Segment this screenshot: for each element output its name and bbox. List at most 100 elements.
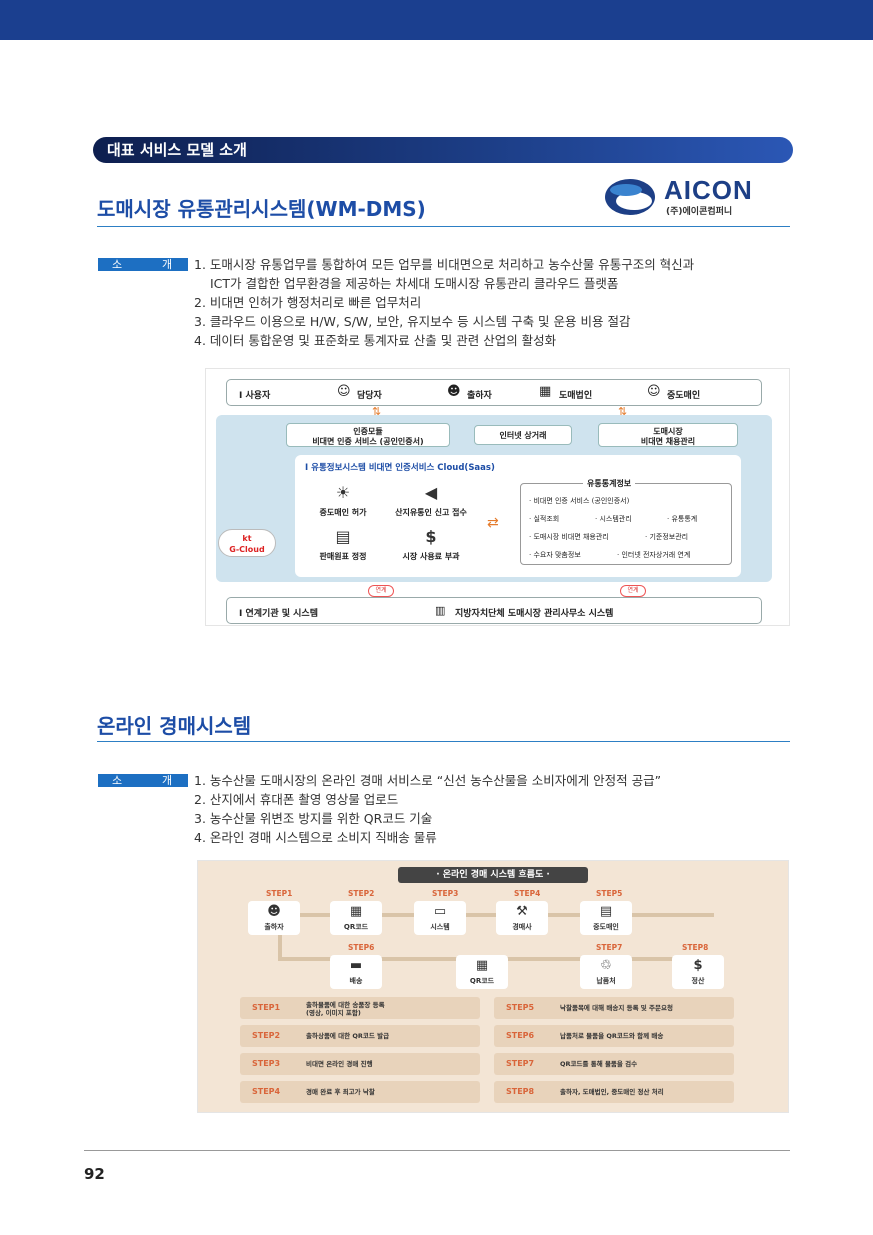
flow-node: ▦QR코드 — [330, 901, 382, 935]
flow-node: ♲ 납품처 — [580, 955, 632, 989]
cloud-title: I 유통정보시스템 비대면 인증서비스 Cloud(Saas) — [305, 463, 495, 473]
farmer-icon: ☻ — [267, 904, 281, 919]
linked-value: 지방자치단체 도매시장 관리사무소 시스템 — [455, 609, 614, 619]
list-item: 1. 도매시장 유통업무를 통합하여 모든 업무를 비대면으로 처리하고 농수산… — [194, 257, 695, 272]
node-label: 납품처 — [596, 977, 616, 985]
step-card: STEP3 비대면 온라인 경매 진행 — [240, 1053, 480, 1075]
node-label: 시스템 — [430, 923, 450, 931]
user-label: 중도매인 — [667, 391, 701, 401]
badge-char-2: 개 — [162, 258, 173, 271]
step-card-value: 비대면 온라인 경매 진행 — [306, 1060, 373, 1068]
step-card-key: STEP5 — [506, 1003, 535, 1012]
intro-badge: 소 개 — [98, 258, 188, 271]
step-card-value: 출하자, 도매법인, 중도매인 정산 처리 — [560, 1088, 664, 1096]
flow-node: ▤중도매인 — [580, 901, 632, 935]
step-card-value: 경매 완료 후 최고가 낙찰 — [306, 1088, 375, 1096]
step-label: STEP8 — [682, 943, 709, 952]
list-item: 2. 비대면 인허가 행정처리로 빠른 업무처리 — [194, 295, 422, 310]
linked-label: I 연계기관 및 시스템 — [239, 609, 318, 619]
qr-code-icon: ▦ — [475, 958, 489, 973]
step-card-value: QR코드를 통해 물품을 검수 — [560, 1060, 638, 1068]
node-label: 출하자 — [264, 923, 284, 931]
step-label: STEP3 — [432, 889, 459, 898]
money-icon: $ — [693, 958, 703, 973]
gcloud-line: G-Cloud — [229, 545, 265, 554]
node-label: 중도매인 — [593, 923, 619, 931]
flow-node: ⚒경매사 — [496, 901, 548, 935]
aicon-logo: AICON (주)에이콘컴퍼니 — [604, 175, 784, 217]
chip-title: 인증모듈 — [353, 427, 383, 436]
info-item: · 유통통계 — [667, 515, 698, 523]
step-label: STEP4 — [514, 889, 541, 898]
person-icon: ☺ — [647, 384, 661, 399]
flow-node: $ 정산 — [672, 955, 724, 989]
badge-char-1: 소 — [112, 774, 123, 787]
two-way-arrow-icon: ⇄ — [487, 515, 499, 531]
list-item: 2. 산지에서 휴대폰 촬영 영상물 업로드 — [194, 792, 399, 807]
service-label: 중도매인 허가 — [319, 508, 367, 517]
step-label: STEP5 — [596, 889, 623, 898]
section1-rule — [97, 226, 790, 227]
service-label: 시장 사용료 부과 — [402, 552, 460, 561]
step-card-value: 출하물품에 대한 송품장 등록 (영상, 이미지 포함) — [306, 1001, 385, 1017]
cloud-panel: 인증모듈 비대면 인증 서비스 (공인인증서) 인터넷 상거래 도매시장 비대면… — [216, 415, 772, 582]
step-card-key: STEP1 — [252, 1003, 281, 1012]
person-icon: ☺ — [337, 384, 351, 399]
flow-node: ▦ QR코드 — [456, 955, 508, 989]
lightbulb-icon: ☀ — [335, 483, 351, 502]
section2-title: 온라인 경매시스템 — [97, 714, 252, 738]
footer-rule — [84, 1150, 790, 1151]
service-item: $ 시장 사용료 부과 — [391, 527, 471, 562]
step-label: STEP1 — [266, 889, 293, 898]
auction-flow-diagram: · 온라인 경매 시스템 흐름도 · STEP1 STEP2 STEP3 STE… — [197, 860, 789, 1113]
wholesale-chip: 도매시장 비대면 채용관리 — [598, 423, 738, 447]
list-item: ICT가 결합한 업무환경을 제공하는 차세대 도매시장 유통관리 클라우드 플… — [210, 276, 619, 291]
node-label: 정산 — [691, 977, 705, 985]
step-card: STEP7 QR코드를 통해 물품을 검수 — [494, 1053, 734, 1075]
user-label: 담당자 — [357, 391, 382, 401]
gcloud-line: kt — [242, 534, 252, 543]
building-icon: ▥ — [435, 604, 446, 617]
logo-name: AICON — [664, 175, 753, 205]
step-card: STEP6 납품처로 물품을 QR코드와 함께 배송 — [494, 1025, 734, 1047]
truck-icon: ▬ — [349, 958, 363, 973]
step-card-key: STEP7 — [506, 1059, 535, 1068]
users-row: I 사용자 ☺ 담당자 ☻ 출하자 ▦ 도매법인 ☺ 중도매인 — [226, 379, 762, 406]
chip-sub: 비대면 채용관리 — [640, 437, 696, 446]
page-number: 92 — [84, 1165, 105, 1183]
chip-title: 도매시장 — [653, 427, 683, 436]
step-card: STEP2 출하상품에 대한 QR코드 발급 — [240, 1025, 480, 1047]
node-label: QR코드 — [469, 977, 495, 985]
cert-module-chip: 인증모듈 비대면 인증 서비스 (공인인증서) — [286, 423, 450, 447]
info-title: 유통통계정보 — [583, 478, 636, 489]
step-card: STEP1 출하물품에 대한 송품장 등록 (영상, 이미지 포함) — [240, 997, 480, 1019]
link-badge: 연계 — [620, 585, 646, 597]
gavel-icon: ⚒ — [516, 904, 528, 919]
kt-gcloud-badge: kt G-Cloud — [218, 529, 276, 557]
list-item: 4. 온라인 경매 시스템으로 소비지 직배송 물류 — [194, 830, 437, 845]
step-card-key: STEP2 — [252, 1031, 281, 1040]
section2-rule — [97, 741, 790, 742]
step-card-value: 낙찰품목에 대해 배송지 등록 및 주문요청 — [560, 1004, 673, 1012]
dollar-icon: $ — [425, 527, 437, 546]
flow-node: ▭ 시스템 — [414, 901, 466, 935]
info-item: · 수요자 맞춤정보 — [529, 551, 581, 559]
user-label: 도매법인 — [559, 391, 593, 401]
badge-char-1: 소 — [112, 258, 123, 271]
monitor-icon: ▭ — [433, 904, 447, 919]
service-label: 판매원표 정정 — [319, 552, 367, 561]
qr-code-icon: ▦ — [349, 904, 363, 919]
flow-line — [278, 917, 282, 959]
list-item: 4. 데이터 통합운영 및 표준화로 통계자료 산출 및 관련 산업의 활성화 — [194, 333, 557, 348]
info-item: · 도매시장 비대면 채용관리 — [529, 533, 609, 541]
step-card-value: 출하상품에 대한 QR코드 발급 — [306, 1032, 390, 1040]
step-card-key: STEP4 — [252, 1087, 281, 1096]
farmer-icon: ☻ — [447, 384, 461, 399]
link-badge: 연계 — [368, 585, 394, 597]
step-card: STEP4 경매 완료 후 최고가 낙찰 — [240, 1081, 480, 1103]
delivery-icon: ♲ — [600, 958, 612, 973]
step-card-key: STEP8 — [506, 1087, 535, 1096]
info-item: · 실적조회 — [529, 515, 560, 523]
list-item: 3. 농수산물 위변조 방지를 위한 QR코드 기술 — [194, 811, 433, 826]
info-box: 유통통계정보 · 비대면 인증 서비스 (공인인증서) · 실적조회 · 시스템… — [520, 478, 732, 565]
